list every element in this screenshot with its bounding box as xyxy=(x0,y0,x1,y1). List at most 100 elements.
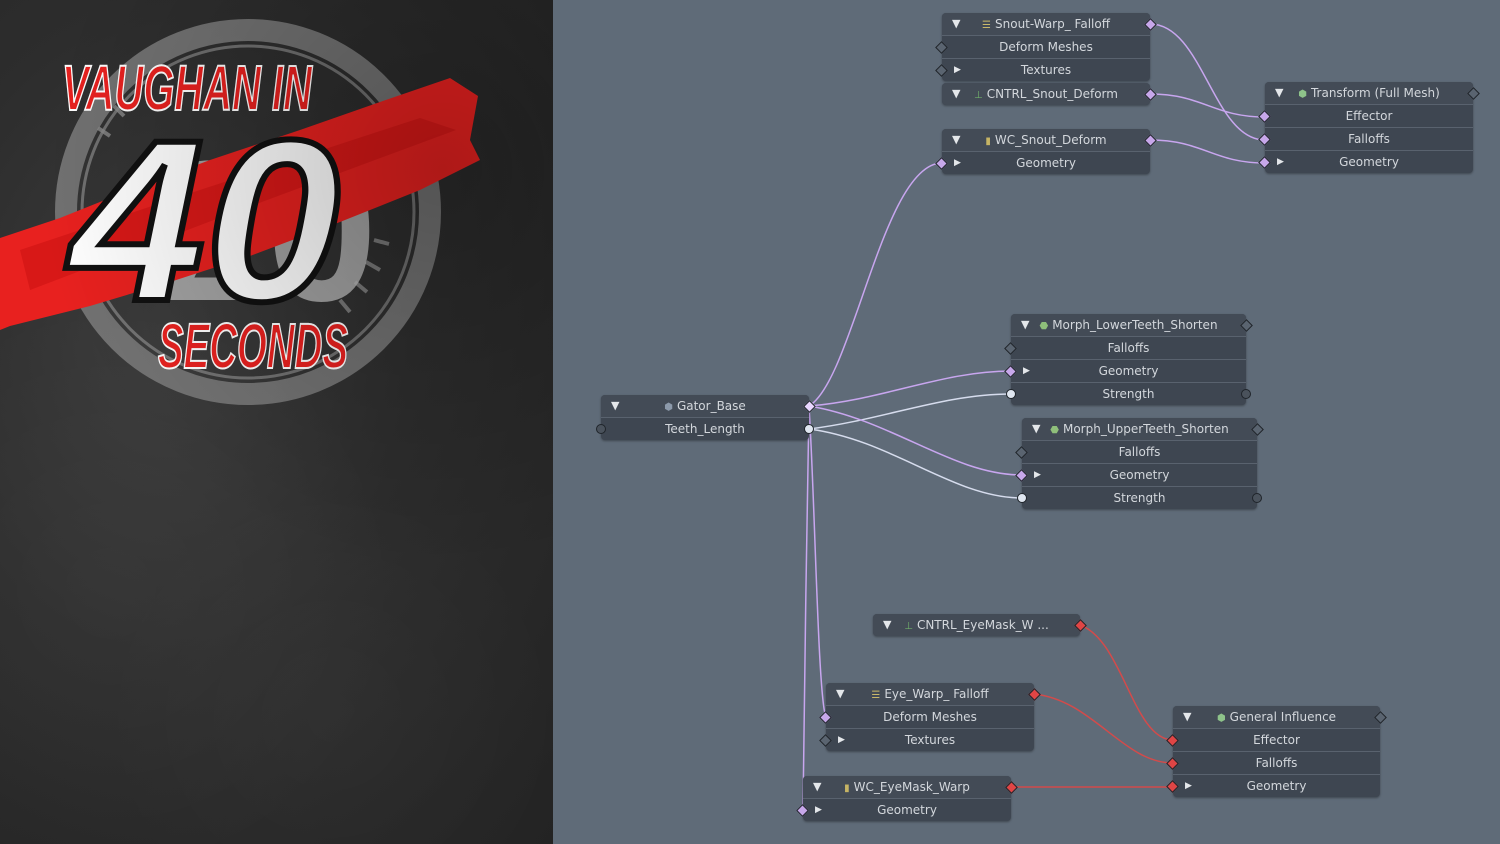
row-label: Geometry xyxy=(877,803,937,817)
wire xyxy=(808,370,1012,407)
node-row-strength: Strength xyxy=(1017,487,1262,509)
svg-text:20: 20 xyxy=(155,120,377,343)
wire xyxy=(1149,139,1266,164)
row-label: Textures xyxy=(1020,63,1072,77)
node-row-deform-meshes: Deform Meshes xyxy=(819,706,1034,729)
row-label: Deform Meshes xyxy=(883,710,977,724)
input-port[interactable] xyxy=(596,424,606,434)
mesh-icon: ⬢ xyxy=(664,402,673,413)
collapse-arrow-icon[interactable]: ▼ xyxy=(952,87,961,100)
node-snout-warp-falloff[interactable]: ▼ ☰Snout-Warp_ Falloff Deform Meshes ▶ T… xyxy=(935,13,1157,81)
expand-arrow-icon[interactable]: ▶ xyxy=(815,805,822,815)
wire xyxy=(1149,23,1266,141)
node-header[interactable]: ▼ ⬣Morph_LowerTeeth_Shorten xyxy=(1011,314,1253,337)
node-row-effector: Effector xyxy=(1166,729,1380,752)
node-morph-upper-teeth[interactable]: ▼ ⬣Morph_UpperTeeth_Shorten Falloffs ▶ G… xyxy=(1015,418,1264,509)
wire xyxy=(808,405,1023,476)
node-general-influence[interactable]: ▼ ⬢General Influence Effector Falloffs ▶… xyxy=(1166,706,1387,797)
node-title: Eye_Warp_ Falloff xyxy=(884,687,989,701)
vaughan-in-40-seconds-logo: 20 VAUGHAN IN 40 SECONDS xyxy=(0,19,480,405)
node-header[interactable]: ▼ ☰Snout-Warp_ Falloff xyxy=(942,13,1157,36)
node-row-geometry: ▶ Geometry xyxy=(796,799,1011,821)
node-row-effector: Effector xyxy=(1258,105,1473,128)
node-row-falloffs: Falloffs xyxy=(1015,441,1257,464)
row-label: Falloffs xyxy=(1255,756,1298,770)
collapse-arrow-icon[interactable]: ▼ xyxy=(883,618,892,631)
expand-arrow-icon[interactable]: ▶ xyxy=(838,735,845,745)
collapse-arrow-icon[interactable]: ▼ xyxy=(813,780,822,793)
collapse-arrow-icon[interactable]: ▼ xyxy=(1021,318,1030,331)
node-eye-warp-falloff[interactable]: ▼ ☰Eye_Warp_ Falloff Deform Meshes ▶ Tex… xyxy=(819,683,1041,751)
row-label: Falloffs xyxy=(1348,132,1390,146)
node-header[interactable]: ▼ ⊥CNTRL_EyeMask_W ... xyxy=(873,614,1087,636)
row-label: Strength xyxy=(1102,387,1155,401)
node-header[interactable]: ▼ ▮WC_Snout_Deform xyxy=(942,129,1157,152)
row-label: Effector xyxy=(1345,109,1393,123)
output-port[interactable] xyxy=(1252,493,1262,503)
wire xyxy=(808,405,827,718)
node-header[interactable]: ▼ ⬢Gator_Base xyxy=(601,395,816,418)
expand-arrow-icon[interactable]: ▶ xyxy=(1023,366,1030,376)
brand-line1: VAUGHAN IN xyxy=(62,52,313,124)
row-label: Falloffs xyxy=(1118,445,1161,459)
collapse-arrow-icon[interactable]: ▼ xyxy=(1032,422,1041,435)
node-cntrl-snout-deform[interactable]: ▼ ⊥CNTRL_Snout_Deform xyxy=(942,83,1157,105)
expand-arrow-icon[interactable]: ▶ xyxy=(1185,781,1192,791)
node-header[interactable]: ▼ ⬣Morph_UpperTeeth_Shorten xyxy=(1022,418,1264,441)
node-cntrl-eyemask[interactable]: ▼ ⊥CNTRL_EyeMask_W ... xyxy=(873,614,1087,636)
wire xyxy=(1033,693,1174,764)
row-label: Geometry xyxy=(1016,156,1076,170)
collapse-arrow-icon[interactable]: ▼ xyxy=(952,133,961,146)
node-title: Morph_UpperTeeth_Shorten xyxy=(1062,422,1229,436)
output-port[interactable] xyxy=(1241,389,1251,399)
node-row-geometry: ▶ Geometry xyxy=(1258,151,1473,173)
falloff-icon: ☰ xyxy=(982,20,991,31)
collapse-arrow-icon[interactable]: ▼ xyxy=(836,687,845,700)
node-header[interactable]: ▼ ☰Eye_Warp_ Falloff xyxy=(826,683,1041,706)
output-port[interactable] xyxy=(804,424,814,434)
row-label: Effector xyxy=(1253,733,1300,747)
morph-icon: ⬣ xyxy=(1050,425,1059,436)
node-row-teeth-length: Teeth_Length xyxy=(596,418,814,440)
expand-arrow-icon[interactable]: ▶ xyxy=(954,158,961,168)
node-wc-snout-deform[interactable]: ▼ ▮WC_Snout_Deform ▶ Geometry xyxy=(935,129,1157,174)
node-wc-eyemask-warp[interactable]: ▼ ▮WC_EyeMask_Warp ▶ Geometry xyxy=(796,776,1018,821)
node-title: General Influence xyxy=(1229,710,1337,724)
node-title: Gator_Base xyxy=(676,399,746,413)
row-label: Strength xyxy=(1113,491,1166,505)
row-label: Teeth_Length xyxy=(665,422,745,436)
input-port[interactable] xyxy=(1017,493,1027,503)
expand-arrow-icon[interactable]: ▶ xyxy=(954,65,961,75)
expand-arrow-icon[interactable]: ▶ xyxy=(1277,157,1284,167)
node-header[interactable]: ▼ ▮WC_EyeMask_Warp xyxy=(803,776,1018,799)
node-row-textures: ▶ Textures xyxy=(935,59,1150,81)
node-header[interactable]: ▼ ⬢Transform (Full Mesh) xyxy=(1265,82,1480,105)
node-header[interactable]: ▼ ⬢General Influence xyxy=(1173,706,1387,729)
branding-panel: 20 VAUGHAN IN 40 SECONDS xyxy=(0,0,553,844)
wire xyxy=(802,405,810,811)
weight-container-icon: ▮ xyxy=(985,136,991,147)
schematic-node-graph[interactable]: ▼ ☰Snout-Warp_ Falloff Deform Meshes ▶ T… xyxy=(553,0,1500,844)
brand-line2: SECONDS xyxy=(158,310,348,382)
input-port[interactable] xyxy=(1006,389,1016,399)
collapse-arrow-icon[interactable]: ▼ xyxy=(611,399,620,412)
expand-arrow-icon[interactable]: ▶ xyxy=(1034,470,1041,480)
collapse-arrow-icon[interactable]: ▼ xyxy=(1183,710,1192,723)
collapse-arrow-icon[interactable]: ▼ xyxy=(952,17,961,30)
row-label: Geometry xyxy=(1109,468,1170,482)
row-label: Geometry xyxy=(1098,364,1159,378)
falloff-icon: ☰ xyxy=(871,690,881,701)
node-transform-full-mesh[interactable]: ▼ ⬢Transform (Full Mesh) Effector Fallof… xyxy=(1258,82,1480,173)
node-row-geometry: ▶ Geometry xyxy=(1015,464,1257,487)
node-morph-lower-teeth[interactable]: ▼ ⬣Morph_LowerTeeth_Shorten Falloffs ▶ G… xyxy=(1004,314,1253,405)
node-row-falloffs: Falloffs xyxy=(1258,128,1473,151)
wire xyxy=(1149,93,1266,118)
node-gator-base[interactable]: ▼ ⬢Gator_Base Teeth_Length xyxy=(596,395,816,440)
node-row-textures: ▶ Textures xyxy=(819,729,1034,751)
row-label: Geometry xyxy=(1246,779,1307,793)
node-row-deform-meshes: Deform Meshes xyxy=(935,36,1150,59)
node-title: WC_Snout_Deform xyxy=(994,133,1107,147)
node-header[interactable]: ▼ ⊥CNTRL_Snout_Deform xyxy=(942,83,1157,105)
collapse-arrow-icon[interactable]: ▼ xyxy=(1275,86,1284,99)
red-brush-stroke xyxy=(0,78,480,330)
